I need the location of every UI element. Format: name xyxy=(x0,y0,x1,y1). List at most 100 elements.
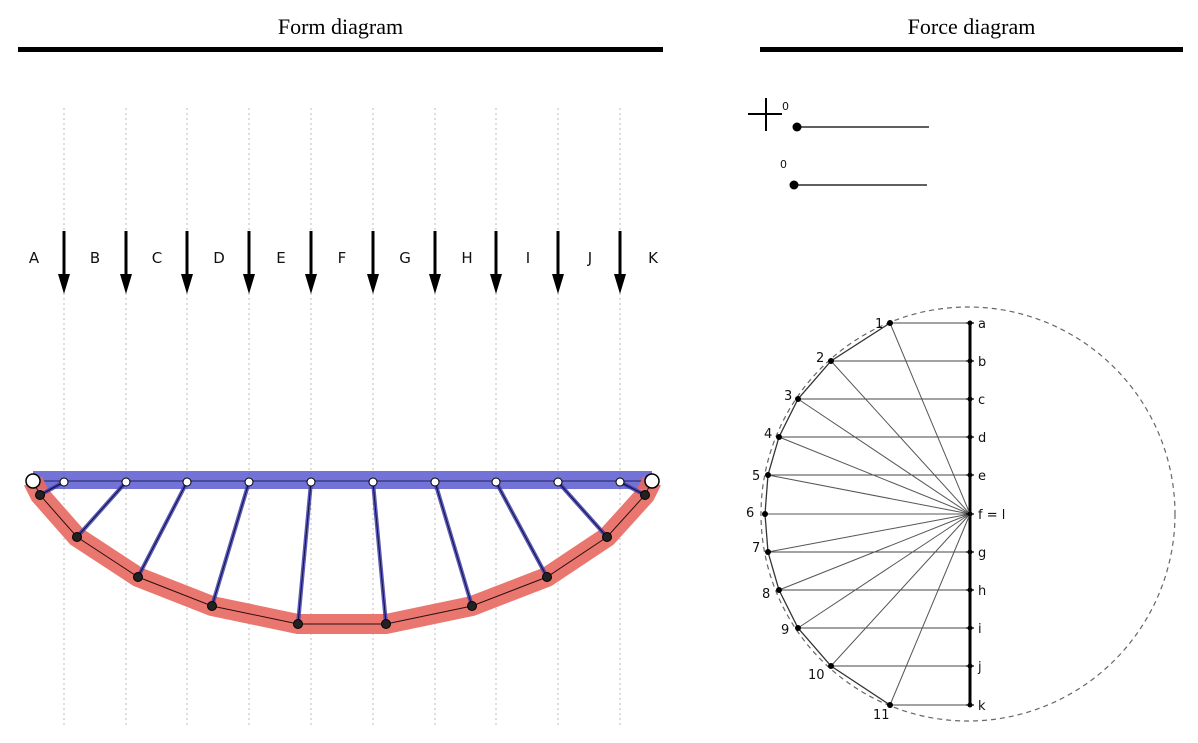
top-chord-node xyxy=(244,477,254,487)
space-label: E xyxy=(276,249,285,267)
force-node xyxy=(828,358,834,364)
pole-ray xyxy=(767,513,971,553)
load-line-point xyxy=(967,549,973,555)
force-node xyxy=(776,434,782,440)
load-line-point xyxy=(967,434,973,440)
load-line-point xyxy=(967,702,973,708)
top-chord-node xyxy=(491,477,501,487)
arch-node xyxy=(207,601,217,611)
load-line-point xyxy=(967,587,973,593)
load-arrow-head xyxy=(305,274,317,294)
top-chord-node xyxy=(553,477,563,487)
hanger-centerline xyxy=(557,481,608,538)
force-node-label: 3 xyxy=(784,389,792,404)
force-node-label: 2 xyxy=(816,351,824,366)
pole-ray xyxy=(830,513,971,667)
slider-value: 0 xyxy=(780,158,787,171)
load-line-label: f = l xyxy=(978,508,1005,523)
pole-ray xyxy=(830,360,971,515)
slider-knob xyxy=(792,122,802,132)
arch-node xyxy=(542,572,552,582)
hanger-centerline xyxy=(434,481,473,607)
load-line-label: k xyxy=(978,699,986,714)
force-node xyxy=(795,625,801,631)
load-line-point xyxy=(967,625,973,631)
pole-ray xyxy=(778,436,971,515)
space-label: D xyxy=(213,249,225,267)
load-line-label: e xyxy=(978,469,986,484)
pole-ray xyxy=(797,513,971,629)
arch-force-band xyxy=(24,476,661,634)
top-chord-node xyxy=(368,477,378,487)
force-diagram-divider xyxy=(760,47,1183,52)
force-node-label: 11 xyxy=(873,708,890,723)
top-chord-node xyxy=(615,477,625,487)
force-node xyxy=(765,549,771,555)
top-chord-node xyxy=(306,477,316,487)
hanger-centerline xyxy=(76,481,127,538)
arch-node xyxy=(35,490,45,500)
hanger-centerline xyxy=(297,481,312,625)
force-node xyxy=(765,472,771,478)
space-label: G xyxy=(399,249,411,267)
reference-circle xyxy=(760,306,1176,722)
load-line-label: a xyxy=(978,317,986,332)
load-line-label: h xyxy=(978,584,986,599)
space-label: K xyxy=(648,249,659,267)
force-node-label: 5 xyxy=(752,469,760,484)
force-diagram-title: Force diagram xyxy=(907,14,1036,39)
force-node xyxy=(795,396,801,402)
pole-ray xyxy=(889,513,971,706)
force-node-label: 4 xyxy=(764,427,772,442)
top-chord-node xyxy=(430,477,440,487)
load-line-label: g xyxy=(978,546,986,561)
pole-ray xyxy=(889,322,971,515)
space-label: A xyxy=(29,249,40,267)
top-chord-node xyxy=(182,477,192,487)
space-label: H xyxy=(461,249,472,267)
arch-node xyxy=(640,490,650,500)
force-node xyxy=(762,511,768,517)
force-node-label: 7 xyxy=(752,541,760,556)
load-arrow-head xyxy=(490,274,502,294)
load-arrow-head xyxy=(120,274,132,294)
force-node-label: 9 xyxy=(781,623,789,638)
arch-node xyxy=(293,619,303,629)
load-line-point xyxy=(967,663,973,669)
space-label: I xyxy=(526,249,530,267)
arch-node xyxy=(72,532,82,542)
hanger-centerline xyxy=(372,481,387,625)
force-node xyxy=(887,702,893,708)
load-line-label: d xyxy=(978,431,986,446)
load-arrow-head xyxy=(243,274,255,294)
left-support xyxy=(25,473,41,489)
space-label: J xyxy=(587,249,592,267)
force-node-label: 1 xyxy=(875,317,883,332)
load-arrow-head xyxy=(181,274,193,294)
force-node xyxy=(887,320,893,326)
arch-node xyxy=(467,601,477,611)
force-node-label: 10 xyxy=(808,668,825,683)
top-chord-node xyxy=(59,477,69,487)
pole-ray xyxy=(797,398,971,515)
form-diagram-title: Form diagram xyxy=(277,14,404,39)
load-arrow-head xyxy=(429,274,441,294)
load-arrow-head xyxy=(58,274,70,294)
load-line-point xyxy=(967,358,973,364)
pole-ray xyxy=(767,474,971,515)
hanger-centerline xyxy=(211,481,250,607)
load-arrow-head xyxy=(614,274,626,294)
form-diagram-divider xyxy=(18,47,663,52)
top-chord-node xyxy=(121,477,131,487)
load-line-label: c xyxy=(978,393,985,408)
slider-knob xyxy=(789,180,799,190)
arch-line xyxy=(32,480,653,625)
load-line-label: j xyxy=(977,660,982,675)
pole-ray xyxy=(778,513,971,591)
hanger-centerline xyxy=(495,481,548,578)
load-line-label: b xyxy=(978,355,986,370)
arch-node xyxy=(133,572,143,582)
